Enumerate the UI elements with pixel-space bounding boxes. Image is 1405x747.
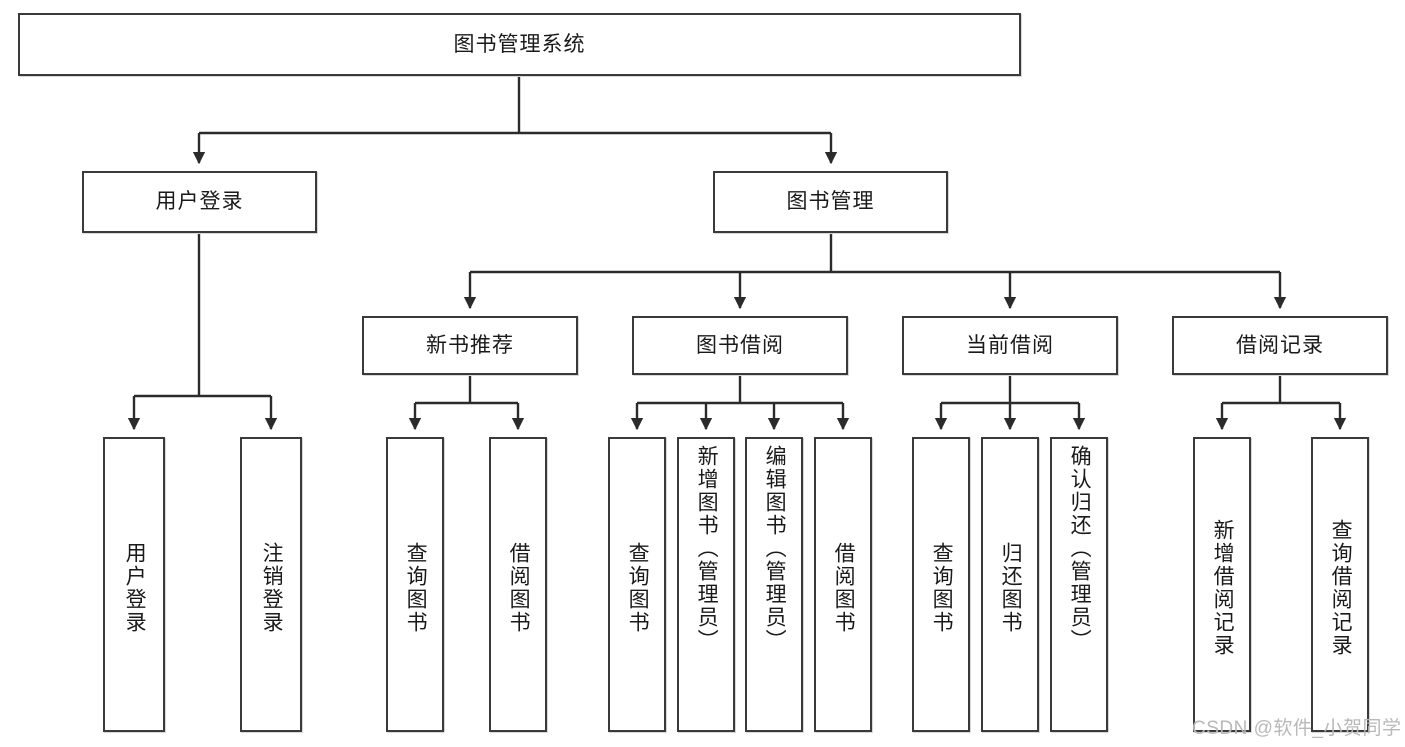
node-book-borrow[interactable]: 图书借阅 [632,316,848,375]
node-leaf-add-record[interactable]: 新增借阅记录 [1193,437,1251,732]
node-leaf-query-record-label: 查询借阅记录 [1329,518,1353,657]
node-leaf-edit-book-label: 编辑图书（管理员） [763,445,787,652]
csdn-watermark: CSDN @软件_小贺同学 [1192,718,1402,739]
node-leaf-borrow-book-1[interactable]: 借阅图书 [489,437,547,732]
node-user-login[interactable]: 用户登录 [82,171,317,233]
node-leaf-confirm-return-label: 确认归还（管理员） [1068,445,1092,652]
node-leaf-user-login-label: 用户登录 [123,541,147,634]
node-leaf-return-book[interactable]: 归还图书 [981,437,1039,732]
node-leaf-query-book-1[interactable]: 查询图书 [386,437,444,732]
node-leaf-logout-label: 注销登录 [260,541,284,634]
node-new-book-recommend-label: 新书推荐 [426,333,514,357]
node-book-manage[interactable]: 图书管理 [713,171,948,233]
node-book-borrow-label: 图书借阅 [696,333,784,357]
node-leaf-borrow-book-2[interactable]: 借阅图书 [814,437,872,732]
node-leaf-borrow-book-2-label: 借阅图书 [832,541,856,634]
node-current-borrow[interactable]: 当前借阅 [902,316,1118,375]
node-current-borrow-label: 当前借阅 [966,333,1054,357]
node-leaf-query-record[interactable]: 查询借阅记录 [1311,437,1369,732]
node-new-book-recommend[interactable]: 新书推荐 [362,316,578,375]
node-leaf-logout[interactable]: 注销登录 [240,437,302,732]
node-leaf-query-book-2-label: 查询图书 [626,541,650,634]
node-leaf-query-book-3-label: 查询图书 [930,541,954,634]
node-root-label: 图书管理系统 [453,32,586,56]
node-leaf-query-book-1-label: 查询图书 [404,541,428,634]
node-leaf-borrow-book-1-label: 借阅图书 [507,541,531,634]
node-book-manage-label: 图书管理 [786,190,875,214]
node-leaf-edit-book[interactable]: 编辑图书（管理员） [745,437,803,732]
node-borrow-record-label: 借阅记录 [1236,333,1324,357]
node-root[interactable]: 图书管理系统 [18,13,1021,76]
node-leaf-confirm-return[interactable]: 确认归还（管理员） [1050,437,1108,732]
node-leaf-add-book[interactable]: 新增图书（管理员） [677,437,735,732]
node-leaf-query-book-2[interactable]: 查询图书 [608,437,666,732]
node-leaf-add-book-label: 新增图书（管理员） [695,445,719,652]
node-leaf-return-book-label: 归还图书 [999,541,1023,634]
node-leaf-user-login[interactable]: 用户登录 [103,437,165,732]
node-leaf-add-record-label: 新增借阅记录 [1211,518,1235,657]
node-user-login-label: 用户登录 [155,190,244,214]
node-borrow-record[interactable]: 借阅记录 [1172,316,1388,375]
node-leaf-query-book-3[interactable]: 查询图书 [912,437,970,732]
